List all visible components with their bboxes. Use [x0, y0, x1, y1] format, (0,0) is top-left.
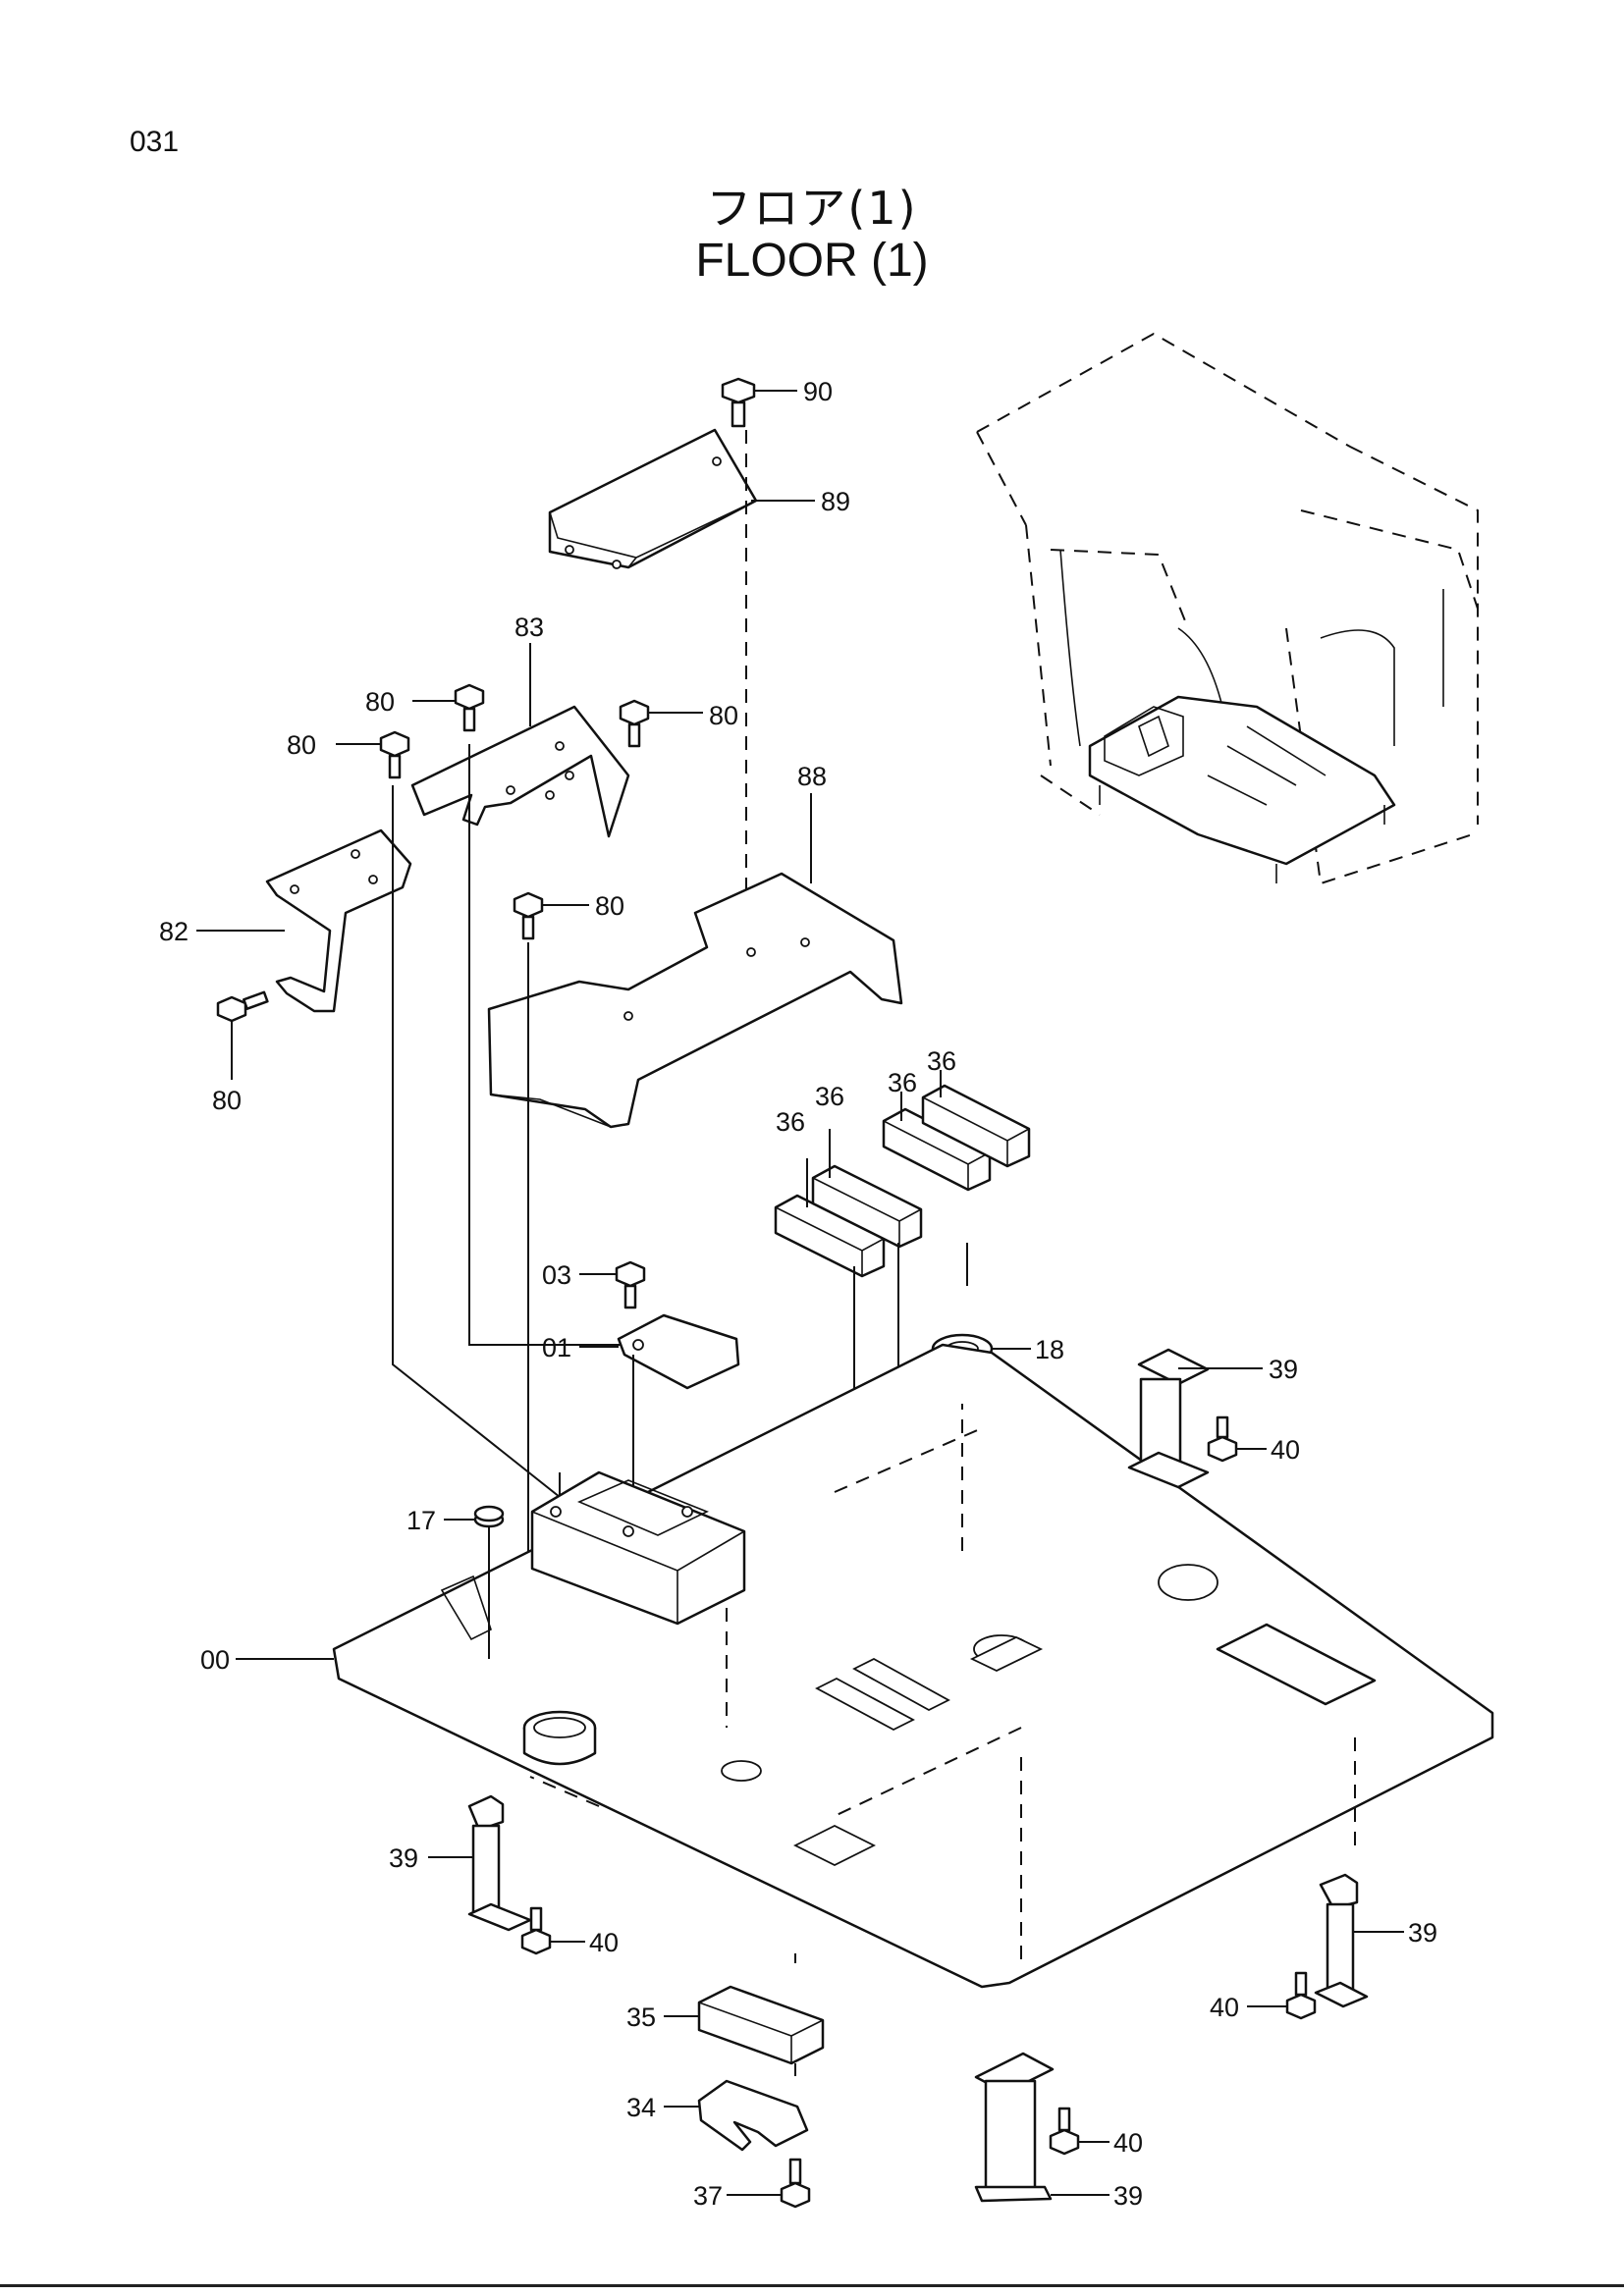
title-english: FLOOR (1): [695, 235, 929, 287]
callout-01: 01: [542, 1333, 571, 1362]
callout-35: 35: [626, 2002, 656, 2032]
page-number: 031: [130, 126, 180, 158]
bolt-40-bottom: [1049, 2107, 1080, 2156]
part-39-leg-left: [467, 1794, 532, 1932]
title-japanese: フロア(1): [706, 182, 918, 235]
callout-36-c: 36: [888, 1068, 917, 1097]
bolt-40-upper: [1207, 1415, 1238, 1463]
leader-lines: [196, 390, 1404, 2196]
part-34-bracket: [697, 2079, 809, 2152]
callout-80-c: 80: [287, 730, 316, 760]
callout-40-a: 40: [1271, 1435, 1300, 1465]
cab-reference-sketch: [976, 332, 1479, 885]
callout-40-b: 40: [589, 1928, 619, 1957]
bolt-80-b: [619, 699, 650, 748]
bolt-80-e: [513, 891, 544, 940]
callout-90: 90: [803, 377, 833, 406]
callout-83: 83: [514, 613, 544, 642]
callout-36-a: 36: [776, 1107, 805, 1137]
bottom-rule: [0, 2284, 1624, 2287]
bolt-40-left: [520, 1906, 552, 1955]
callout-36-d: 36: [927, 1046, 956, 1076]
callout-80-b: 80: [709, 701, 738, 730]
callout-34: 34: [626, 2093, 656, 2122]
part-82-bracket: [265, 828, 412, 1013]
callout-80-d: 80: [212, 1086, 242, 1115]
part-39-leg-bottom: [974, 2052, 1055, 2203]
bolt-90: [721, 377, 756, 428]
callout-17: 17: [406, 1506, 436, 1535]
callout-39-a: 39: [1269, 1355, 1298, 1384]
callout-39-c: 39: [1408, 1918, 1437, 1948]
callout-80-e: 80: [595, 891, 624, 921]
bolt-37: [780, 2158, 811, 2209]
part-89-top-cover: [548, 428, 758, 569]
callout-03: 03: [542, 1260, 571, 1290]
callout-40-c: 40: [1210, 1993, 1239, 2022]
callout-39-b: 39: [389, 1843, 418, 1873]
bolt-80-c: [379, 730, 410, 779]
callout-82: 82: [159, 917, 189, 946]
part-00-floor-plate: [332, 1343, 1494, 1989]
part-36-bars: [774, 1084, 1031, 1278]
callout-40-d: 40: [1113, 2128, 1143, 2158]
bolt-40-right: [1285, 1971, 1317, 2020]
callout-37: 37: [693, 2181, 723, 2211]
part-83-bracket: [410, 705, 630, 838]
callout-18: 18: [1035, 1335, 1064, 1364]
part-39-leg-upper-right: [1127, 1348, 1210, 1489]
callout-36-b: 36: [815, 1082, 844, 1111]
part-01-plate: [617, 1313, 740, 1390]
callout-39-d: 39: [1113, 2181, 1143, 2211]
callout-89: 89: [821, 487, 850, 516]
bolt-03: [615, 1260, 646, 1309]
callout-00: 00: [200, 1645, 230, 1675]
part-35-block: [697, 1985, 825, 2065]
callout-88: 88: [797, 762, 827, 791]
bolt-80-a: [454, 683, 485, 732]
part-17-grommet: [473, 1505, 505, 1528]
callout-80-a: 80: [365, 687, 395, 717]
bolt-80-d: [216, 990, 269, 1023]
part-88-frame: [487, 872, 903, 1129]
console-box: [530, 1470, 746, 1626]
part-39-leg-right: [1314, 1873, 1369, 2008]
